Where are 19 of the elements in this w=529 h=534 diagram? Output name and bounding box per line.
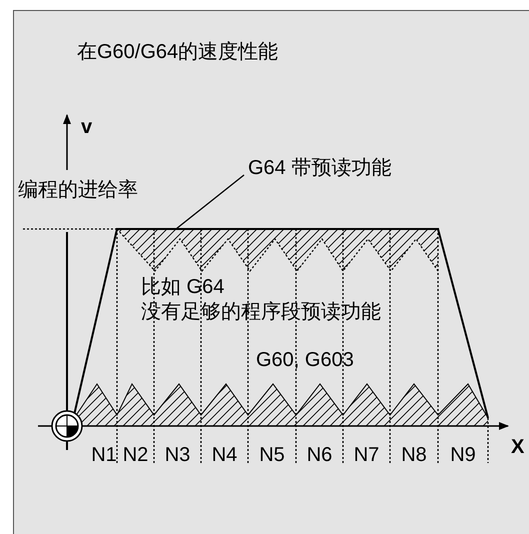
title: 在G60/G64的速度性能 <box>77 41 278 63</box>
block-label: N1 <box>91 444 117 466</box>
block-label: N8 <box>401 444 427 466</box>
leader-line <box>176 174 244 230</box>
block-label: N9 <box>450 444 476 466</box>
block-label: N4 <box>212 444 238 466</box>
block-label: N6 <box>306 444 332 466</box>
callout-label: G64 带预读功能 <box>248 157 392 179</box>
axis-label: X <box>511 436 524 458</box>
annotation-text: 比如 G64 <box>141 276 224 298</box>
block-label: N7 <box>354 444 380 466</box>
axis-label: v <box>81 116 92 138</box>
axis-label: 编程的进给率 <box>18 179 138 201</box>
block-label: N5 <box>259 444 285 466</box>
annotation-text: G60, G603 <box>256 349 354 371</box>
block-label: N3 <box>164 444 190 466</box>
feedrate-line <box>116 228 439 230</box>
block-label: N2 <box>122 444 148 466</box>
annotation-text: 没有足够的程序段预读功能 <box>141 301 381 323</box>
